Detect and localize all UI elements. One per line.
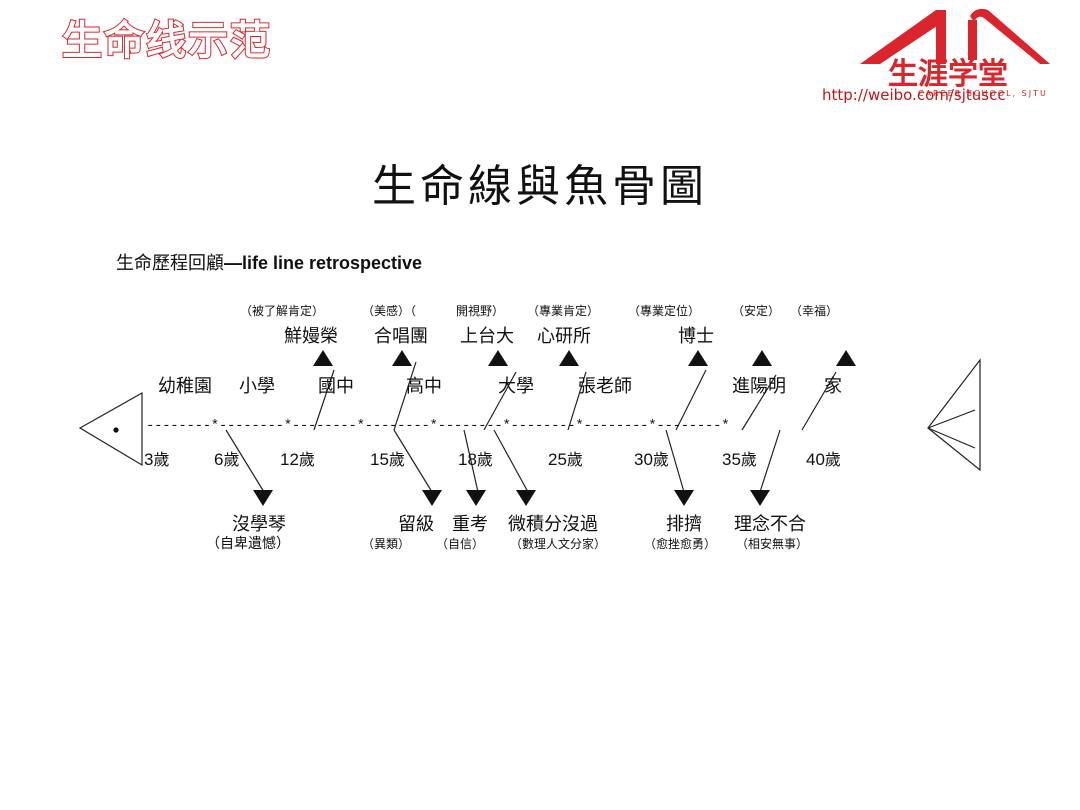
stage-label: 家 [824, 376, 842, 397]
lower-event-label: 微積分沒過 [508, 514, 598, 535]
age-label: 3歲 [144, 450, 170, 469]
tail-fin-line [927, 409, 976, 429]
main-title: 生命線與魚骨圖 [372, 161, 708, 212]
subtitle-prefix: 生命歷程回顧 [116, 253, 224, 274]
logo-url: http://weibo.com/sjtuscc [822, 86, 1006, 104]
up-arrow [559, 350, 579, 366]
logo-text: 生涯学堂 [888, 57, 1008, 92]
upper-note: （美感）（ [362, 304, 417, 318]
tail-fin-line [927, 427, 976, 449]
lower-bone [759, 429, 781, 493]
stage-label: 進陽明 [732, 376, 786, 397]
upper-note: （專業肯定） [527, 304, 600, 318]
stage-label: 小學 [239, 376, 275, 397]
lower-event-label: 理念不合 [734, 514, 806, 535]
upper-event-label: 心研所 [537, 326, 591, 347]
up-arrow [488, 350, 508, 366]
upper-bone [741, 374, 777, 431]
stage-label: 幼稚園 [158, 376, 212, 397]
lower-bone [463, 429, 479, 493]
subtitle: 生命歷程回顧—life line retrospective [116, 249, 422, 275]
timeline-axis: --------*--------*--------*--------*----… [146, 418, 730, 434]
age-label: 35歲 [722, 450, 757, 469]
age-label: 12歲 [280, 450, 315, 469]
upper-bone [483, 371, 517, 431]
logo-subtext: CAREER SCHOOL, SJTU [918, 89, 1048, 98]
lower-event-label: 沒學琴 [232, 514, 286, 535]
lower-note: （數理人文分家） [510, 537, 607, 551]
lower-note: （愈挫愈勇） [644, 537, 717, 551]
upper-bone [675, 369, 707, 431]
lower-event-label: 排擠 [666, 514, 702, 535]
age-label: 25歲 [548, 450, 583, 469]
upper-bone [313, 369, 335, 431]
up-arrow [392, 350, 412, 366]
lower-note: （相安無事） [736, 537, 809, 551]
upper-event-label: 合唱團 [374, 326, 428, 347]
upper-event-label: 博士 [678, 326, 714, 347]
lower-note: （自卑遺憾） [206, 536, 290, 552]
stage-label: 張老師 [578, 376, 632, 397]
upper-note: （專業定位） [628, 304, 701, 318]
upper-bone [801, 371, 837, 431]
upper-bone [567, 371, 587, 431]
lower-event-label: 重考 [452, 514, 488, 535]
age-label: 15歲 [370, 450, 405, 469]
age-label: 18歲 [458, 450, 493, 469]
stage-label: 高中 [406, 376, 442, 397]
lower-event-label: 留級 [398, 514, 434, 535]
header-title: 生命线示范 [61, 17, 272, 65]
up-arrow [836, 350, 856, 366]
down-arrow [674, 490, 694, 506]
subtitle-suffix: —life line retrospective [224, 253, 423, 273]
upper-event-label: 上台大 [460, 326, 514, 347]
down-arrow [422, 490, 442, 506]
fish-eye [113, 427, 119, 433]
stage-label: 國中 [318, 376, 354, 397]
age-label: 40歲 [806, 450, 841, 469]
down-arrow [516, 490, 536, 506]
fish-tail [927, 358, 981, 472]
stage-label: 大學 [498, 376, 534, 397]
upper-bone [393, 361, 417, 431]
lower-bone [225, 429, 265, 493]
up-arrow [752, 350, 772, 366]
lower-bone [665, 429, 685, 493]
upper-note: 開視野） [456, 304, 505, 318]
down-arrow [466, 490, 486, 506]
upper-note: （幸福） [790, 304, 839, 318]
fish-head [78, 391, 143, 467]
lower-note: （自信） [436, 537, 485, 551]
age-label: 30歲 [634, 450, 669, 469]
lower-bone [393, 429, 433, 493]
down-arrow [750, 490, 770, 506]
lower-bone [493, 429, 529, 493]
down-arrow [253, 490, 273, 506]
up-arrow [313, 350, 333, 366]
lower-note: （異類） [362, 537, 411, 551]
upper-note: （被了解肯定） [240, 304, 325, 318]
upper-event-label: 鮮嫚榮 [284, 326, 338, 347]
career-school-logo: 生涯学堂 CAREER SCHOOL, SJTU [860, 8, 1050, 98]
up-arrow [688, 350, 708, 366]
upper-note: （安定） [732, 304, 781, 318]
age-label: 6歲 [214, 450, 240, 469]
